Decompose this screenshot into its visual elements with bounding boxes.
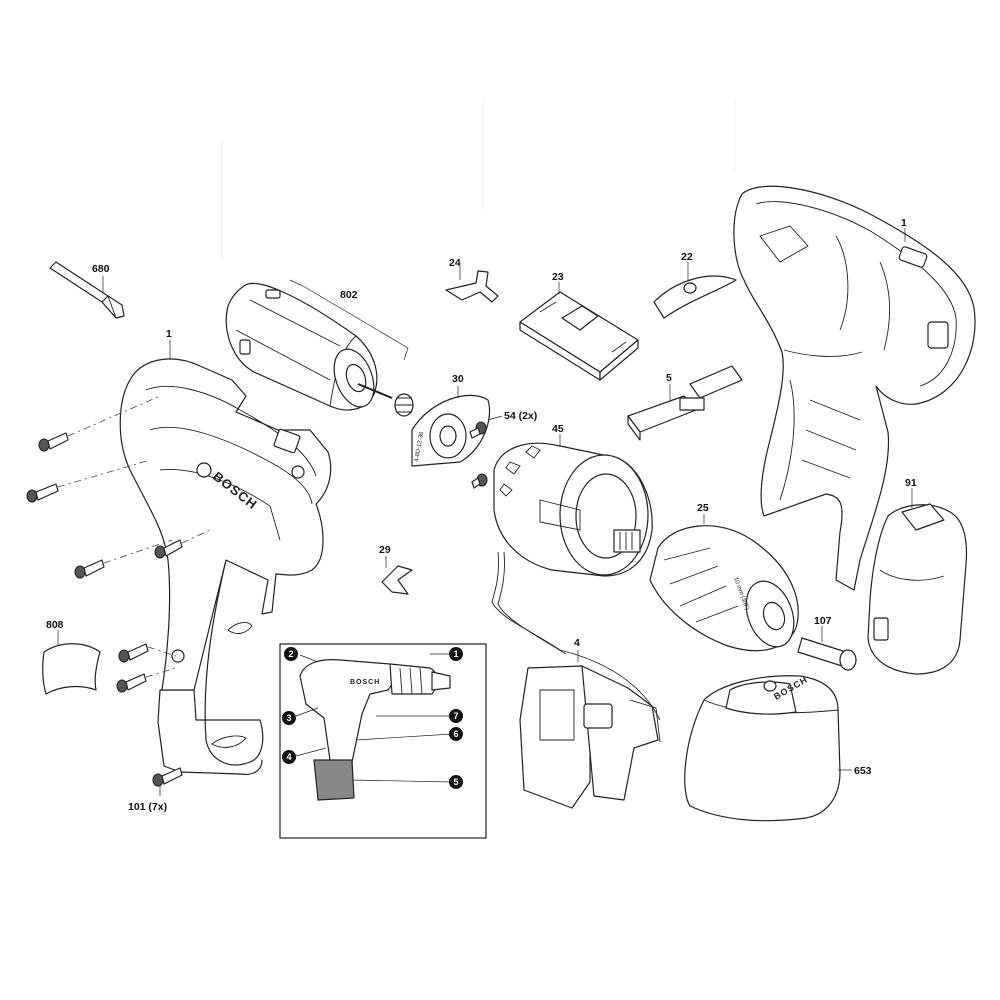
inset-brand-logo: BOSCH: [350, 679, 380, 686]
label-45: 45: [552, 423, 564, 435]
screw-101-2: [26, 483, 59, 503]
part-29-clip: [381, 556, 413, 595]
screw-101-5: [118, 643, 149, 663]
part-680-screwdriver-bit: [49, 261, 125, 319]
inset-callout-3: 3: [282, 711, 296, 725]
inset-callout-5: 5: [449, 775, 463, 789]
svg-text:5: 5: [453, 777, 458, 787]
plate-marking: 4-8D-12-36: [414, 431, 425, 463]
inset-callout-1: 1: [449, 647, 463, 661]
label-54: 54 (2x): [504, 410, 537, 422]
label-107: 107: [814, 615, 832, 627]
label-101: 101 (7x): [128, 801, 167, 813]
label-802: 802: [340, 289, 358, 301]
svg-text:6: 6: [453, 729, 458, 739]
label-1-left: 1: [166, 328, 172, 340]
part-5-slider: [627, 365, 743, 441]
inset-callout-4: 4: [282, 750, 296, 764]
label-1-right: 1: [901, 217, 907, 229]
screw-101-7: [152, 767, 183, 787]
label-91: 91: [905, 477, 917, 489]
label-24: 24: [449, 257, 461, 269]
svg-text:3: 3: [286, 713, 291, 723]
label-30: 30: [452, 373, 464, 385]
part-25-chuck: 10 mm (3/8"): [649, 514, 799, 652]
label-23: 23: [552, 271, 564, 283]
svg-text:7: 7: [453, 711, 458, 721]
part-1-right-housing: [733, 185, 976, 591]
part-24-clip: [445, 266, 499, 303]
screw-101-3: [74, 559, 105, 579]
part-91-battery: [867, 488, 968, 675]
part-808-label: [42, 630, 101, 695]
assembly-inset: BOSCH 1 2 3 4 5 6: [279, 643, 487, 839]
label-4: 4: [574, 637, 580, 649]
part-1-left-housing: BOSCH: [119, 340, 332, 775]
screw-101-6: [116, 673, 147, 693]
svg-text:4: 4: [286, 752, 291, 762]
part-45-gearbox: [493, 434, 653, 577]
label-29: 29: [379, 544, 391, 556]
svg-text:2: 2: [288, 649, 293, 659]
inset-callout-7: 7: [449, 709, 463, 723]
label-653: 653: [854, 765, 872, 777]
motor-pinion-gear: [394, 393, 414, 417]
screw-101-4: [154, 539, 183, 559]
part-54-screws: [469, 415, 503, 489]
label-680: 680: [92, 263, 110, 275]
part-802-motor: [225, 279, 414, 417]
part-30-plate: 4-8D-12-36: [411, 386, 491, 467]
part-22-cover-cap: [653, 262, 737, 319]
svg-text:1: 1: [453, 649, 458, 659]
label-22: 22: [681, 251, 693, 263]
label-808: 808: [46, 619, 64, 631]
inset-callout-6: 6: [449, 727, 463, 741]
screws-101-group: [26, 395, 211, 796]
part-23-switch-slider: [519, 282, 639, 381]
part-4-switch-module: [491, 551, 661, 809]
label-25: 25: [697, 502, 709, 514]
label-5: 5: [666, 372, 672, 384]
part-653-charger: BOSCH: [684, 674, 852, 822]
screw-101-1: [38, 432, 69, 452]
part-107-screw: [797, 626, 857, 671]
inset-callout-2: 2: [284, 647, 298, 661]
